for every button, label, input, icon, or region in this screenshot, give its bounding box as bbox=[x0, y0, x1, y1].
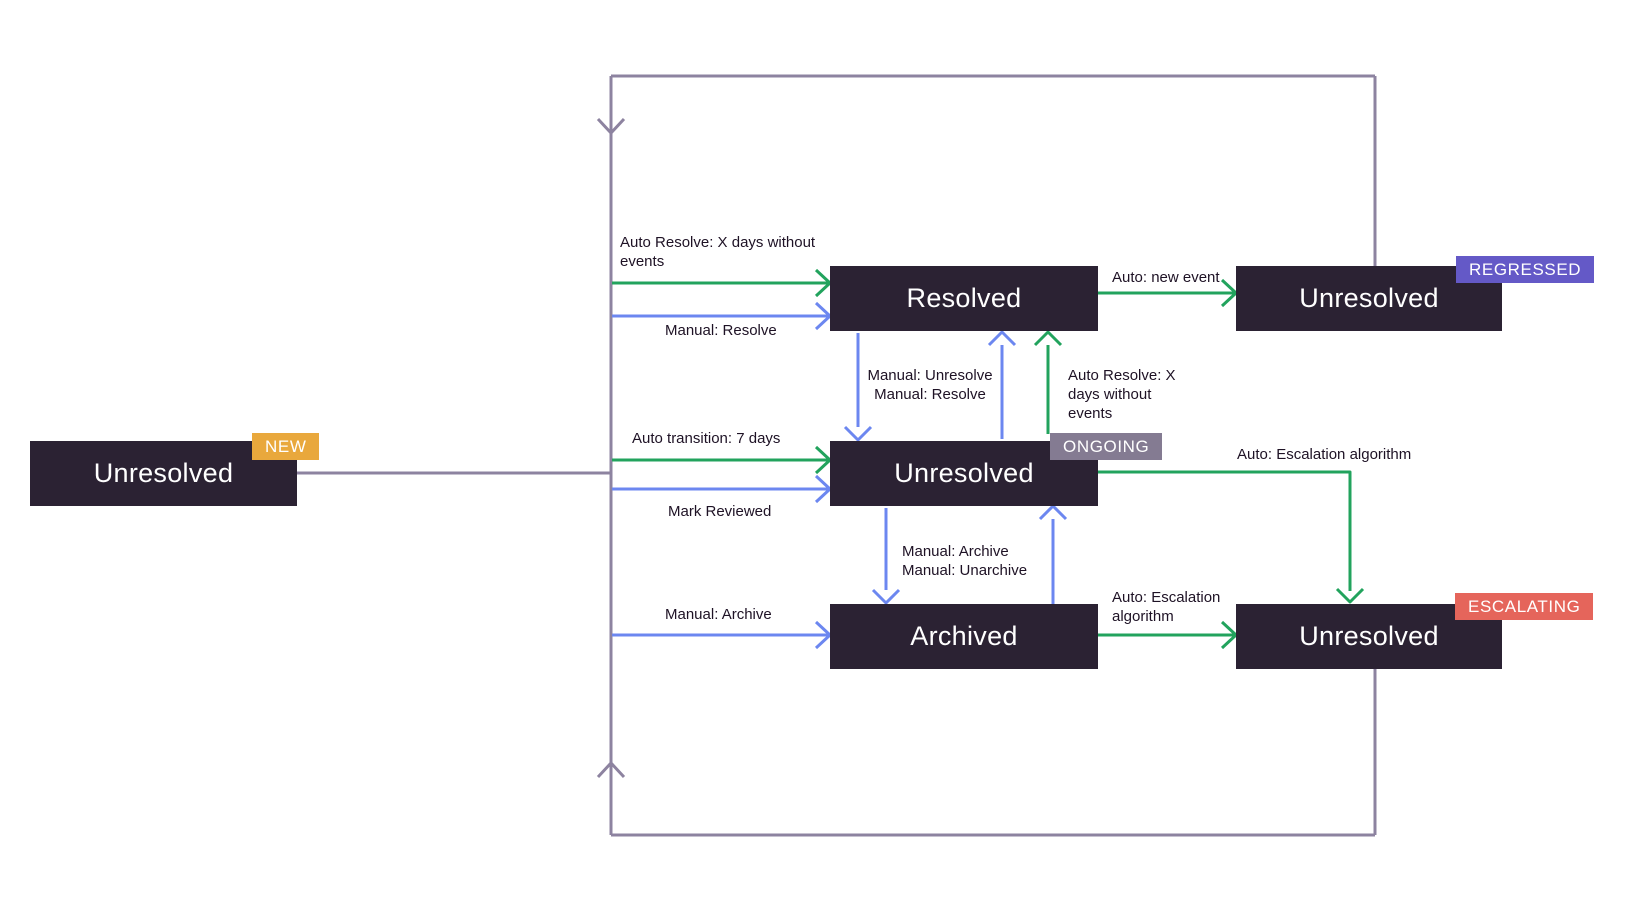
status-badge-ongoing: ONGOING bbox=[1050, 433, 1163, 460]
state-label: Unresolved bbox=[1299, 283, 1439, 313]
edge-manual-resolve-up-arrow bbox=[987, 330, 1017, 439]
state-box-unresolved-escalating: Unresolved ESCALATING bbox=[1236, 593, 1594, 669]
edge-label-auto-new-event: Auto: new event bbox=[1112, 269, 1220, 286]
edge-label-auto-resolve-right: Auto Resolve: X days without events bbox=[1068, 367, 1176, 422]
edge-label-mark-reviewed: Mark Reviewed bbox=[668, 503, 772, 520]
edge-label-manual-resolve-top: Manual: Resolve bbox=[665, 322, 777, 339]
edge-label-auto-escalation-bottom: Auto: Escalation algorithm bbox=[1112, 589, 1221, 625]
state-box-archived: Archived bbox=[830, 604, 1098, 669]
edge-label-auto-escalation-right: Auto: Escalation algorithm bbox=[1237, 446, 1412, 463]
edge-auto-transition-arrow bbox=[612, 445, 832, 475]
state-box-unresolved-ongoing: Unresolved ONGOING bbox=[830, 433, 1163, 506]
state-label: Resolved bbox=[906, 283, 1022, 313]
loop-path bbox=[297, 74, 1377, 837]
state-box-resolved: Resolved bbox=[830, 266, 1098, 331]
edge-mark-reviewed-arrow bbox=[612, 474, 832, 504]
edge-manual-archive-left-arrow bbox=[612, 620, 832, 650]
edge-label-auto-transition: Auto transition: 7 days bbox=[632, 430, 781, 447]
edge-auto-resolve-up-arrow bbox=[1033, 330, 1063, 434]
status-badge-escalating: ESCALATING bbox=[1455, 593, 1594, 620]
manual-edges bbox=[612, 301, 1068, 667]
state-label: Archived bbox=[910, 621, 1018, 651]
edge-label-manual-archive-unarchive: Manual: Archive Manual: Unarchive bbox=[902, 543, 1028, 579]
edge-auto-escalation-right-arrow bbox=[1098, 470, 1365, 604]
state-box-unresolved-regressed: Unresolved REGRESSED bbox=[1236, 256, 1595, 331]
edge-label-manual-archive-left: Manual: Archive bbox=[665, 606, 772, 623]
loop-up-arrowhead bbox=[596, 761, 626, 779]
state-label: Unresolved bbox=[894, 458, 1034, 488]
edge-label-auto-resolve-top: Auto Resolve: X days without events bbox=[620, 234, 816, 270]
edge-manual-unresolve-down-arrow bbox=[843, 333, 873, 442]
edge-manual-archive-down-arrow bbox=[871, 508, 901, 605]
state-label: Unresolved bbox=[1299, 621, 1439, 651]
state-box-unresolved-new: Unresolved NEW bbox=[30, 433, 320, 506]
edge-auto-resolve-top-arrow bbox=[612, 268, 832, 298]
state-label: Unresolved bbox=[93, 458, 234, 488]
loop-down-arrowhead bbox=[596, 117, 626, 135]
status-badge-regressed: REGRESSED bbox=[1456, 256, 1595, 283]
edge-label-manual-unresolve-resolve: Manual: Unresolve Manual: Resolve bbox=[867, 367, 993, 403]
status-badge-new: NEW bbox=[252, 433, 320, 460]
